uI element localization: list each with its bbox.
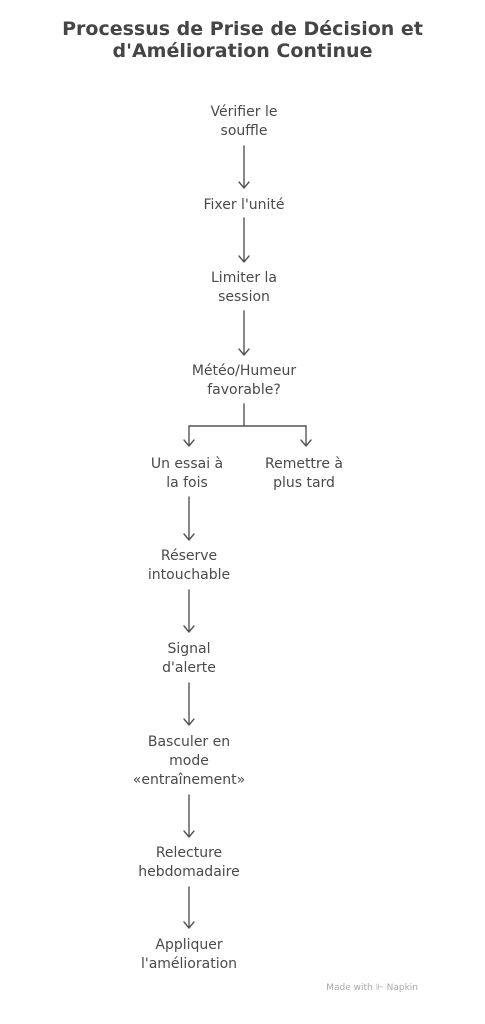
node-appliquer: Appliquer l'amélioration [140, 937, 238, 972]
made-with-label: Made with [326, 983, 373, 993]
made-with-napkin: Made with ⊩ Napkin [326, 983, 418, 993]
arrow-limiter-meteo [238, 310, 250, 356]
node-relecture: Relecture hebdomadaire [138, 845, 240, 880]
arrow-verifier-fixer [238, 145, 250, 189]
node-reserve: Réserve intouchable [147, 548, 231, 583]
node-remettre: Remettre à plus tard [264, 456, 344, 491]
napkin-brand: Napkin [386, 983, 418, 993]
node-basculer: Basculer en mode «entraînement» [132, 734, 246, 788]
arrow-basculer-relecture [183, 794, 195, 838]
node-un-essai: Un essai à la fois [150, 456, 224, 491]
node-fixer-unite: Fixer l'unité [203, 197, 285, 213]
node-signal-alerte: Signal d'alerte [162, 641, 216, 676]
arrow-meteo-essai [183, 425, 195, 447]
title-line-1: Processus de Prise de Décision et [62, 18, 423, 40]
napkin-logo-icon: ⊩ [375, 983, 384, 993]
branch-meteo [188, 403, 307, 427]
arrow-relecture-appliquer [183, 886, 195, 929]
arrow-reserve-signal [183, 589, 195, 633]
title-line-2: d'Amélioration Continue [112, 40, 373, 62]
arrow-fixer-limiter [238, 217, 250, 263]
node-meteo-humeur: Météo/Humeur favorable? [191, 363, 297, 398]
arrow-meteo-remettre [300, 425, 312, 447]
arrow-essai-reserve [183, 496, 195, 541]
arrow-signal-basculer [183, 682, 195, 726]
node-limiter-session: Limiter la session [211, 270, 277, 305]
node-verifier-souffle: Vérifier le souffle [210, 104, 278, 139]
diagram-title: Processus de Prise de Décision et d'Amél… [0, 18, 485, 62]
